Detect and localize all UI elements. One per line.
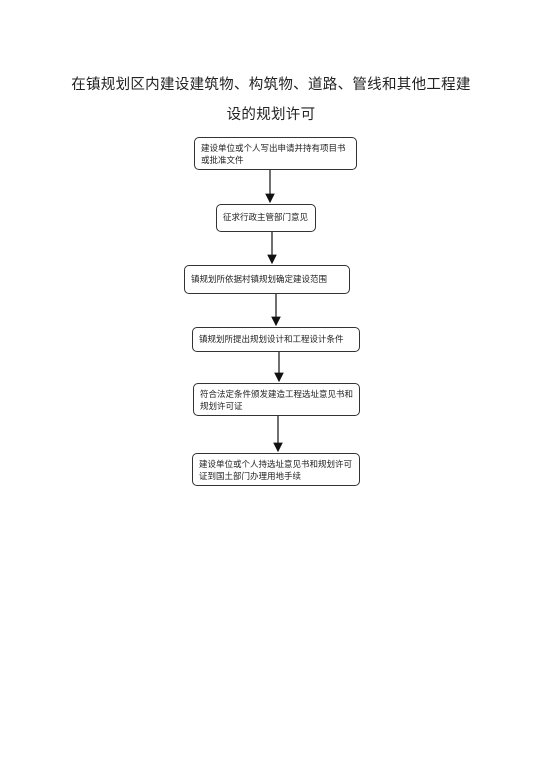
- flow-step-define-scope: 镇规划所依据村镇规划确定建设范围: [184, 265, 350, 294]
- flow-step-land-procedure: 建设单位或个人持选址意见书和规划许可证到国土部门办理用地手续: [192, 453, 360, 486]
- page-title: 在镇规划区内建设建筑物、构筑物、道路、管线和其他工程建设的规划许可: [71, 77, 471, 123]
- flow-step-consult: 征求行政主管部门意见: [216, 204, 316, 232]
- flow-step-issue-permit: 符合法定条件颁发建造工程选址意见书和规划许可证: [193, 383, 360, 416]
- flow-step-design-conditions: 镇规划所提出规划设计和工程设计条件: [192, 327, 360, 352]
- flow-step-apply: 建设单位或个人写出申请并持有项目书或批准文件: [194, 137, 357, 170]
